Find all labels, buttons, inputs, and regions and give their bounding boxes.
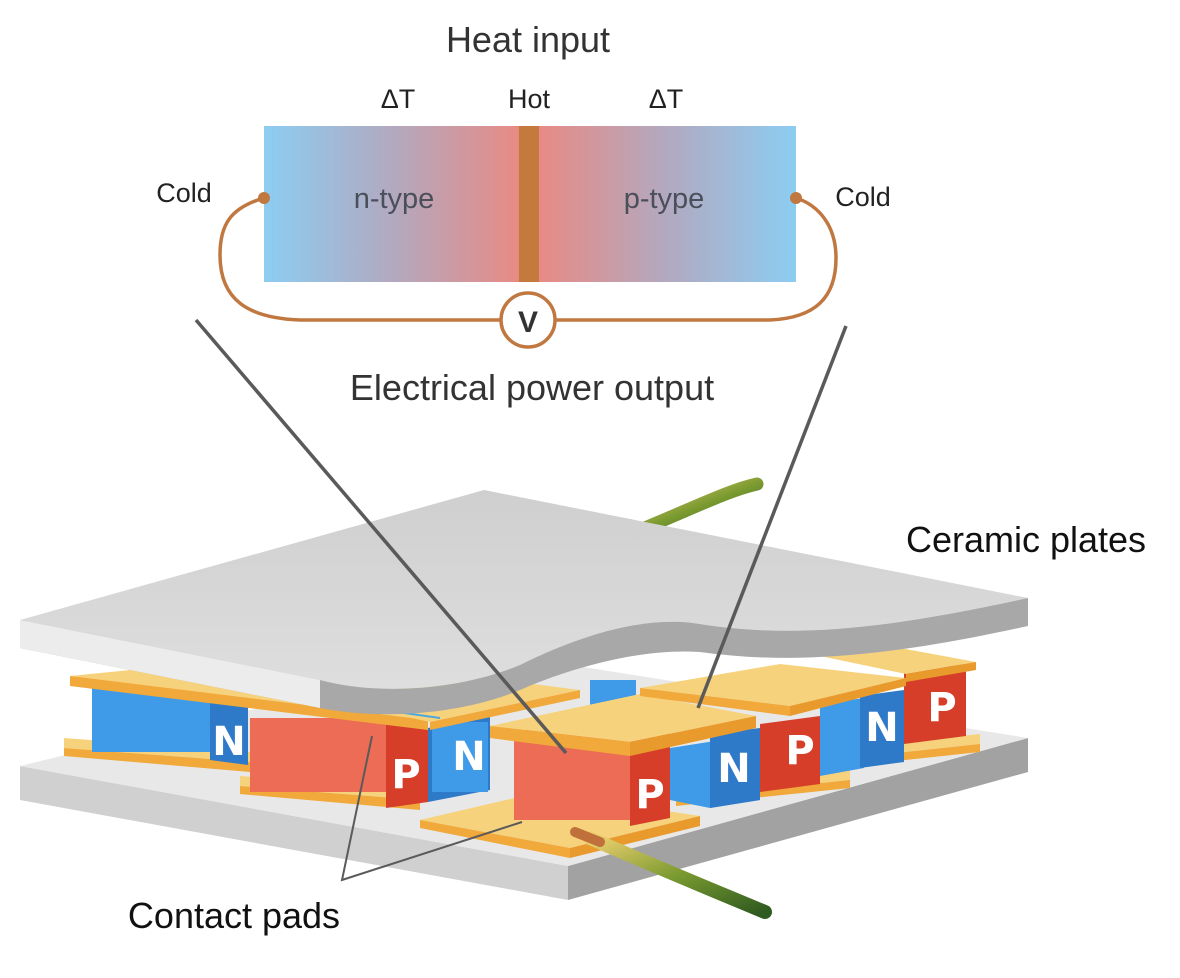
n-leg-4 bbox=[820, 698, 864, 776]
p-label-1: P bbox=[391, 752, 420, 798]
hot-junction-strip bbox=[519, 126, 539, 282]
left-wire bbox=[218, 196, 500, 322]
front-wire-tip bbox=[570, 827, 605, 847]
p-label-2: P bbox=[635, 772, 664, 818]
callout-line-right bbox=[696, 325, 848, 709]
back-wire bbox=[633, 477, 764, 537]
hot-label: Hot bbox=[508, 84, 551, 114]
n-label-1: N bbox=[212, 719, 245, 765]
delta-t-right-label: ΔT bbox=[649, 84, 684, 114]
thermoelectric-module: N P N P N P N P bbox=[20, 477, 1028, 919]
n-label-3: N bbox=[717, 746, 750, 792]
left-terminal bbox=[258, 192, 270, 204]
n-type-block bbox=[264, 126, 520, 282]
n-label-4: N bbox=[865, 705, 898, 751]
n-type-label: n-type bbox=[354, 183, 435, 215]
tile-labels: N P N P N P N P bbox=[212, 685, 956, 818]
p-type-label: p-type bbox=[624, 183, 705, 215]
n-label-2: N bbox=[452, 734, 485, 780]
n-leg-2 bbox=[432, 722, 488, 792]
power-output-label: Electrical power output bbox=[350, 367, 714, 408]
voltmeter-circle bbox=[499, 291, 557, 349]
front-wire bbox=[583, 831, 772, 919]
contact-pads-label: Contact pads bbox=[128, 895, 340, 936]
callout-line-left bbox=[194, 318, 568, 755]
ceramic-plates-label: Ceramic plates bbox=[906, 519, 1146, 560]
voltmeter: V bbox=[499, 291, 557, 349]
cold-left-label: Cold bbox=[156, 178, 212, 208]
heat-input-label: Heat input bbox=[446, 19, 610, 60]
voltmeter-symbol: V bbox=[518, 306, 538, 339]
p-label-4: P bbox=[927, 685, 956, 731]
right-terminal bbox=[790, 192, 802, 204]
p-type-block bbox=[538, 126, 796, 282]
right-wire bbox=[556, 196, 838, 322]
contact-pads-pointer bbox=[340, 735, 523, 882]
p-label-3: P bbox=[785, 728, 814, 774]
p-leg-1 bbox=[250, 718, 390, 792]
p-leg-4 bbox=[904, 664, 966, 744]
p-leg-3 bbox=[760, 716, 820, 792]
delta-t-left-label: ΔT bbox=[381, 84, 416, 114]
top-ceramic-plate bbox=[20, 490, 1028, 715]
cold-right-label: Cold bbox=[835, 182, 891, 212]
schematic: Heat input ΔT Hot ΔT n-type p-type Cold … bbox=[156, 19, 891, 408]
callout-lines bbox=[194, 318, 848, 882]
